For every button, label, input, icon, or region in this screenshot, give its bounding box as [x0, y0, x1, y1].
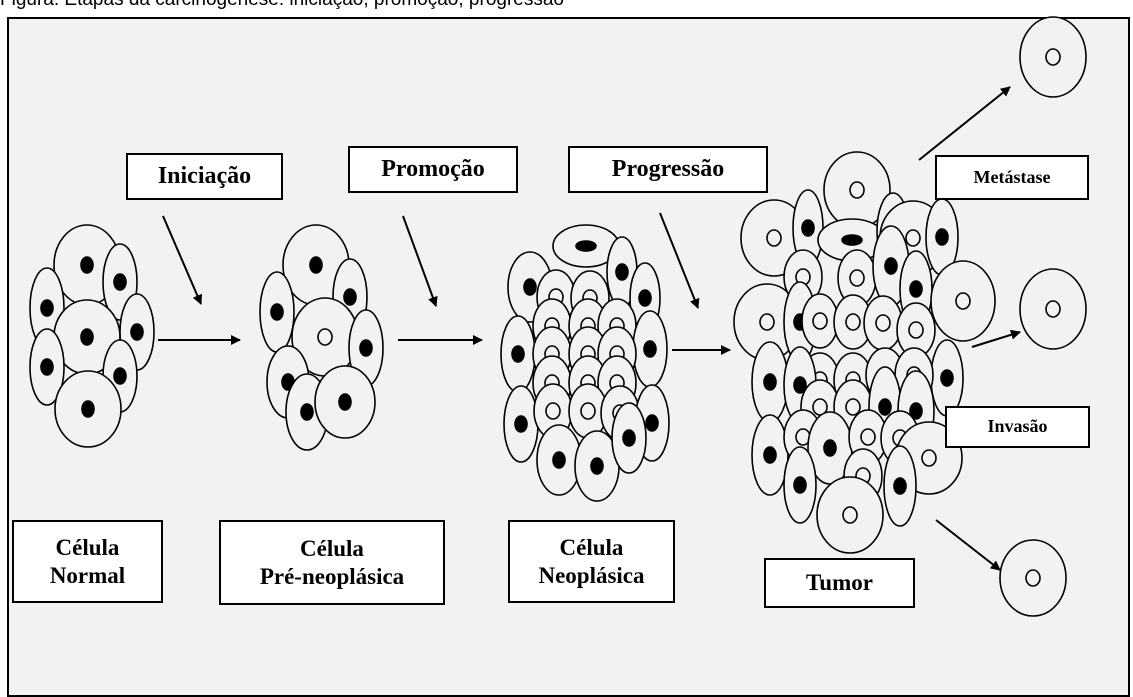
dark-nucleus	[339, 394, 351, 410]
normal-cell-label: Célula Normal	[12, 520, 163, 603]
neoplastic-cell	[504, 386, 538, 462]
dark-nucleus	[936, 229, 948, 245]
dark-nucleus	[82, 401, 94, 417]
open-nucleus	[1046, 49, 1060, 65]
tumor-cell	[817, 477, 883, 553]
open-nucleus	[846, 314, 860, 330]
dark-nucleus	[802, 220, 814, 236]
progression-label: Progressão	[568, 146, 768, 193]
dark-nucleus	[360, 340, 372, 356]
open-nucleus	[922, 450, 936, 466]
open-nucleus	[318, 329, 332, 345]
tumor-cell	[864, 296, 902, 350]
tumor-cell	[931, 340, 963, 416]
dark-nucleus	[344, 289, 356, 305]
invasion-label: Invasão	[945, 406, 1090, 448]
open-nucleus	[906, 230, 920, 246]
dark-nucleus	[764, 374, 776, 390]
dark-nucleus	[553, 452, 565, 468]
arrow-to-metastasis-bottom	[936, 520, 1000, 570]
open-nucleus	[1026, 570, 1040, 586]
dark-nucleus	[794, 477, 806, 493]
dark-nucleus	[623, 430, 635, 446]
dark-nucleus	[646, 415, 658, 431]
tumor-cell	[931, 261, 995, 341]
open-nucleus	[850, 270, 864, 286]
dark-nucleus	[310, 257, 322, 273]
neoplastic-cell	[612, 403, 646, 473]
dark-nucleus	[271, 304, 283, 320]
tumor-label: Tumor	[764, 558, 915, 608]
open-nucleus	[760, 314, 774, 330]
arrow-progression	[660, 213, 698, 308]
open-nucleus	[846, 399, 860, 415]
dark-nucleus	[885, 258, 897, 274]
dark-nucleus	[576, 241, 596, 251]
open-nucleus	[850, 182, 864, 198]
dark-nucleus	[644, 341, 656, 357]
open-nucleus	[546, 403, 560, 419]
open-nucleus	[956, 293, 970, 309]
normal-cell	[55, 371, 121, 447]
dark-nucleus	[301, 404, 313, 420]
invading-cell	[1020, 269, 1086, 349]
dark-nucleus	[894, 478, 906, 494]
dark-nucleus	[842, 235, 862, 245]
dark-nucleus	[941, 370, 953, 386]
open-nucleus	[861, 429, 875, 445]
tumor-cell	[752, 415, 788, 495]
dark-nucleus	[114, 368, 126, 384]
dark-nucleus	[616, 264, 628, 280]
dark-nucleus	[824, 440, 836, 456]
promotion-label: Promoção	[348, 146, 518, 193]
preneoplastic-cell	[260, 272, 294, 352]
tumor-cell	[784, 447, 816, 523]
arrow-to-metastasis-top	[919, 87, 1010, 160]
dark-nucleus	[879, 399, 891, 415]
dark-nucleus	[910, 281, 922, 297]
tumor-cell	[884, 446, 916, 526]
dark-nucleus	[114, 274, 126, 290]
arrow-initiation	[163, 216, 201, 304]
neoplastic-cell-label: Célula Neoplásica	[508, 520, 675, 603]
open-nucleus	[843, 507, 857, 523]
metastatic-cell	[1020, 17, 1086, 97]
arrow-promotion	[403, 216, 436, 306]
open-nucleus	[813, 313, 827, 329]
metastasis-label: Metástase	[935, 155, 1089, 200]
dark-nucleus	[41, 359, 53, 375]
open-nucleus	[1046, 301, 1060, 317]
tumor-cell	[802, 294, 838, 348]
dark-nucleus	[512, 346, 524, 362]
dark-nucleus	[81, 329, 93, 345]
metastatic-cell	[1000, 540, 1066, 616]
neoplastic-cell	[501, 316, 535, 392]
open-nucleus	[581, 403, 595, 419]
dark-nucleus	[639, 290, 651, 306]
dark-nucleus	[131, 324, 143, 340]
dark-nucleus	[515, 416, 527, 432]
open-nucleus	[767, 230, 781, 246]
dark-nucleus	[41, 300, 53, 316]
dark-nucleus	[524, 279, 536, 295]
tumor-cell	[752, 342, 788, 422]
neoplastic-cell	[537, 425, 581, 495]
preneoplastic-cell	[315, 366, 375, 438]
dark-nucleus	[764, 447, 776, 463]
dark-nucleus	[591, 458, 603, 474]
open-nucleus	[909, 322, 923, 338]
preneoplastic-cell-label: Célula Pré-neoplásica	[219, 520, 445, 605]
dark-nucleus	[81, 257, 93, 273]
open-nucleus	[876, 315, 890, 331]
initiation-label: Iniciação	[126, 153, 283, 200]
neoplastic-cell	[633, 311, 667, 387]
